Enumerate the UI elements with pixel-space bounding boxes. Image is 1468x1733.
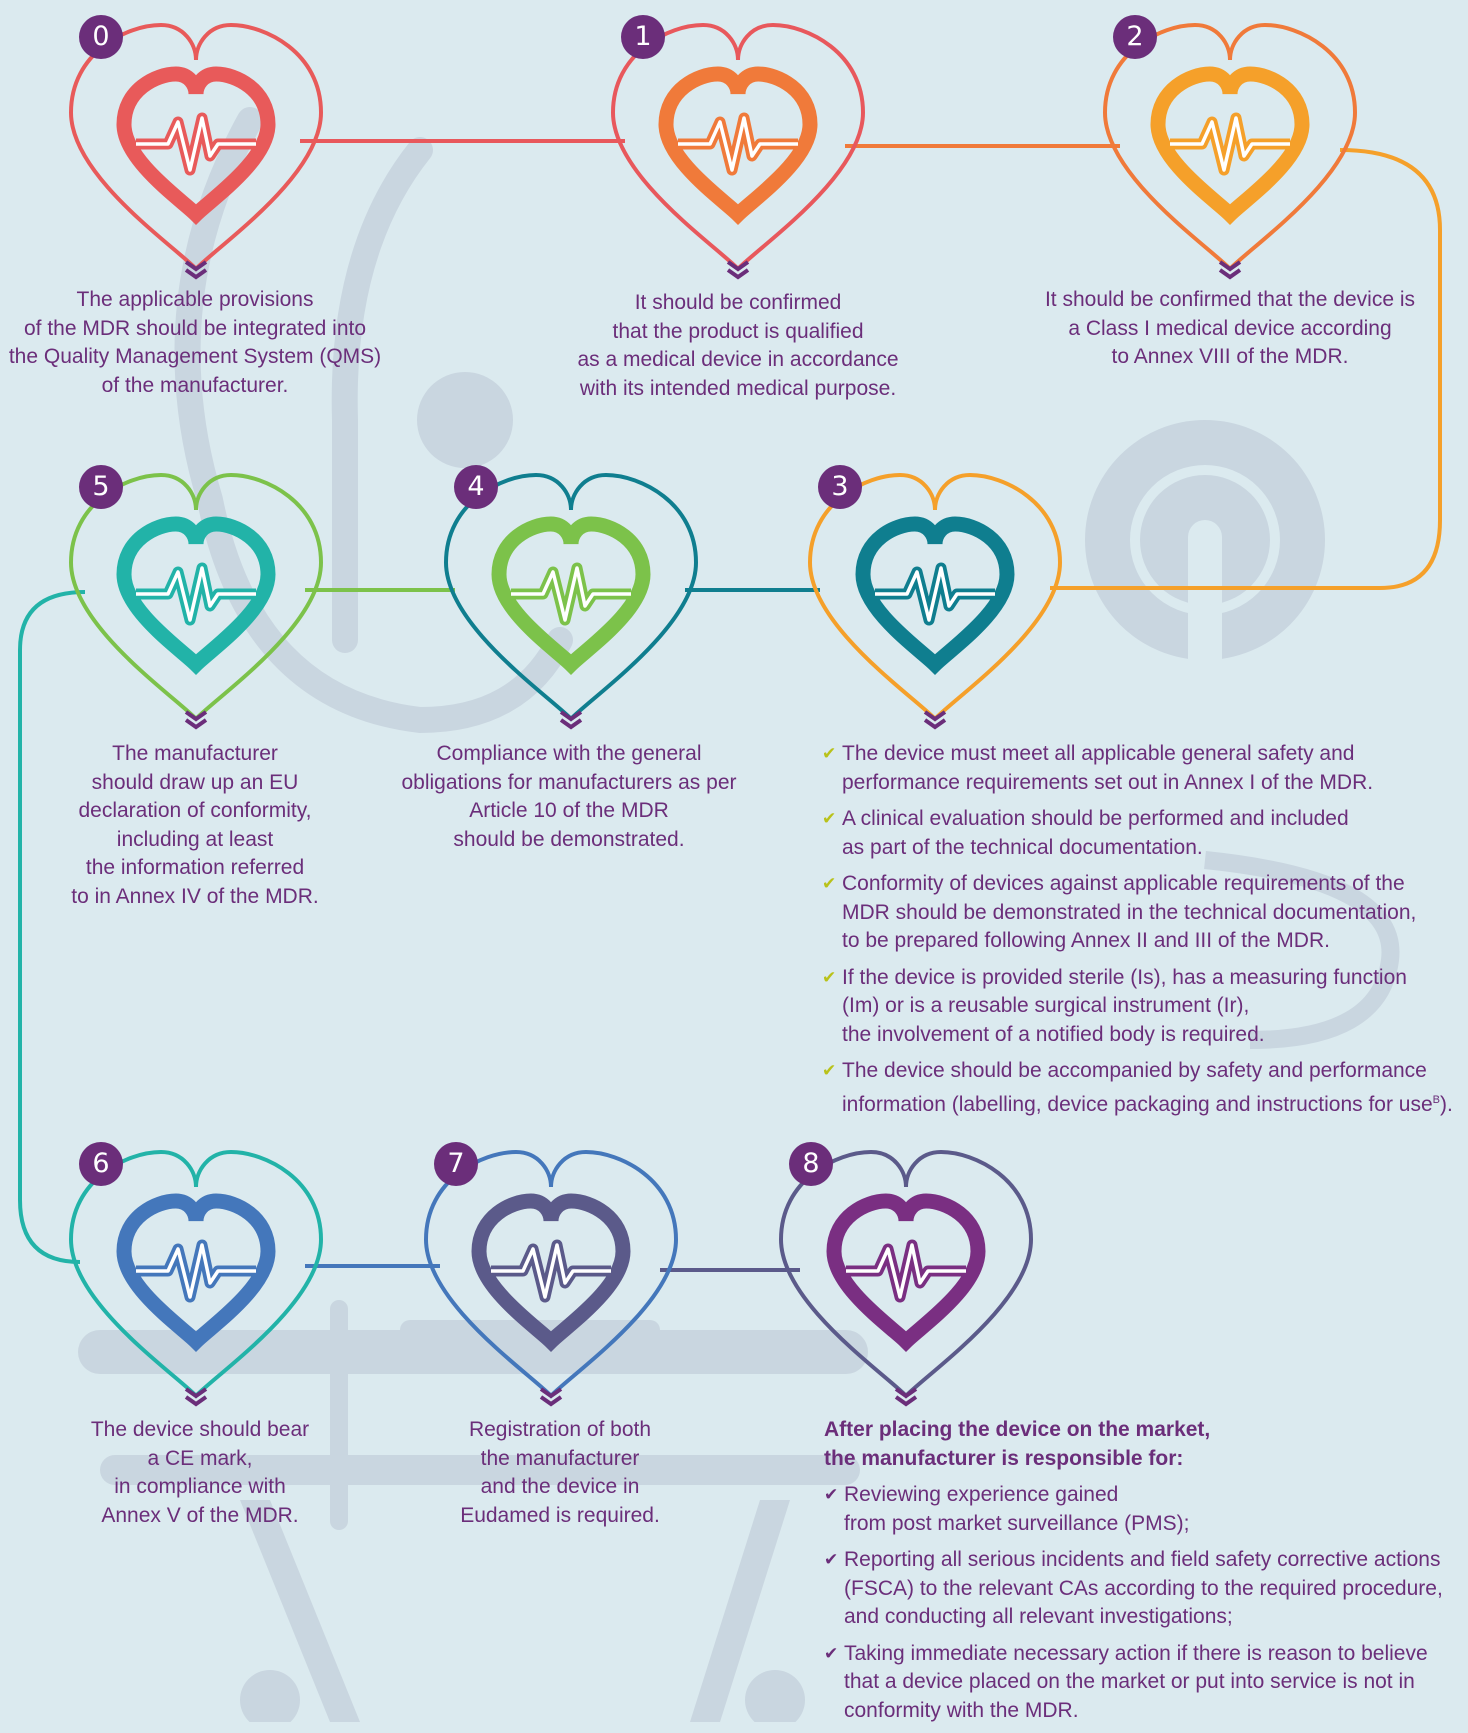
chevron-down-double-icon [1218, 260, 1242, 280]
chevron-down-double-icon [184, 1387, 208, 1407]
step-badge [79, 1142, 123, 1186]
heart-icon-step-1 [610, 22, 866, 272]
heart-icon-step-0 [68, 22, 324, 272]
heartbeat-pulse-icon [136, 116, 256, 172]
step-badge [621, 15, 665, 59]
heart-inner [116, 66, 276, 226]
step-8-heading: After placing the device on the market, [824, 1418, 1211, 1441]
step-number: 0 [92, 21, 110, 52]
step-badge [1113, 15, 1157, 59]
step-badge [434, 1142, 478, 1186]
check-icon: ✔ [822, 1061, 837, 1080]
step-number: 2 [1126, 21, 1144, 52]
heart-outline [1102, 22, 1358, 272]
check-icon: ✔ [822, 744, 837, 763]
check-icon: ✔ [824, 1643, 839, 1663]
step-7-description: Registration of both the manufacturer an… [460, 1418, 660, 1527]
check-icon: ✔ [822, 809, 837, 828]
check-icon: ✔ [822, 874, 837, 893]
heartbeat-pulse-icon [846, 1243, 966, 1299]
heart-inner [491, 516, 651, 676]
step-3-requirements-list: ✔The device must meet all applicable gen… [822, 740, 1462, 1119]
step-number: 8 [802, 1148, 820, 1179]
heart-icon-step-4 [443, 472, 699, 722]
chevron-down-double-icon [184, 710, 208, 730]
heart-inner [855, 516, 1015, 676]
heart-icon-step-2 [1102, 22, 1358, 272]
step-number: 5 [92, 471, 110, 502]
step-2-description: It should be confirmed that the device i… [1044, 288, 1416, 368]
list-item: ✔Taking immediate necessary action if th… [824, 1641, 1428, 1722]
chevron-down-double-icon [726, 260, 750, 280]
step-badge [454, 465, 498, 509]
list-item: ✔A clinical evaluation should be perform… [822, 807, 1349, 859]
check-icon: ✔ [824, 1550, 839, 1569]
heart-outline [610, 22, 866, 272]
step-badge [79, 15, 123, 59]
step-number: 6 [92, 1148, 110, 1179]
heart-icon-step-5 [68, 472, 324, 722]
heart-inner [116, 516, 276, 676]
step-3-description: ✔The device must meet all applicable gen… [822, 740, 1462, 1127]
connector-line-5 [18, 590, 86, 1264]
list-item: ✔Reporting all serious incidents and fie… [824, 1548, 1443, 1628]
heart-outline [807, 472, 1063, 722]
chevron-down-double-icon [559, 710, 583, 730]
step-number: 4 [467, 471, 485, 502]
chevron-down-double-icon [539, 1387, 563, 1407]
heart-inner [658, 66, 818, 226]
heart-outline [778, 1149, 1034, 1399]
list-item: ✔The device must meet all applicable gen… [822, 742, 1374, 794]
step-badge [789, 1142, 833, 1186]
step-number: 1 [634, 21, 652, 52]
heart-icon-step-7 [423, 1149, 679, 1399]
step-5-description: The manufacturer should draw up an EU de… [71, 742, 319, 908]
step-8-description: After placing the device on the market, … [824, 1416, 1464, 1733]
chevron-down-double-icon [923, 710, 947, 730]
hospital-bed-watermark [78, 1300, 868, 1722]
connector-line-2 [1050, 148, 1442, 590]
list-item: ✔The device should be accompanied by saf… [822, 1059, 1453, 1116]
step-4-description: Compliance with the general obligations … [401, 742, 737, 851]
step-badge [79, 465, 123, 509]
heartbeat-pulse-icon [491, 1243, 611, 1299]
heart-outline [68, 1149, 324, 1399]
flow-connectors [18, 139, 1442, 1272]
check-icon: ✔ [822, 967, 837, 987]
heartbeat-pulse-icon [678, 116, 798, 172]
chevron-down-double-icon [184, 260, 208, 280]
heart-outline [68, 472, 324, 722]
check-icon: ✔ [824, 1485, 839, 1504]
hearts-layer [68, 15, 1358, 1399]
step-8-heading-line-2: the manufacturer is responsible for: [824, 1446, 1184, 1470]
heartbeat-pulse-icon [136, 566, 256, 622]
step-1-description: It should be confirmed that the product … [577, 291, 899, 400]
list-item: ✔If the device is provided sterile (Is),… [822, 965, 1407, 1046]
step-number: 3 [831, 471, 849, 502]
heartbeat-pulse-icon [511, 566, 631, 622]
step-badge [818, 465, 862, 509]
step-number: 7 [447, 1148, 465, 1179]
heartbeat-pulse-icon [1170, 116, 1290, 172]
heart-outline [443, 472, 699, 722]
heartbeat-pulse-icon [875, 566, 995, 622]
list-item: ✔Conformity of devices against applicabl… [822, 872, 1417, 952]
heartbeat-pulse-icon [136, 1243, 256, 1299]
chevron-down-double-icon [894, 1387, 918, 1407]
step-6-description: The device should bear a CE mark, in com… [90, 1418, 310, 1527]
heart-inner [1150, 66, 1310, 226]
ecg-watermark [1085, 420, 1400, 1049]
heart-outline [423, 1149, 679, 1399]
heart-outline [68, 22, 324, 272]
step-0-description: The applicable provisions of the MDR sho… [8, 288, 382, 397]
heart-icon-step-3 [807, 472, 1063, 722]
